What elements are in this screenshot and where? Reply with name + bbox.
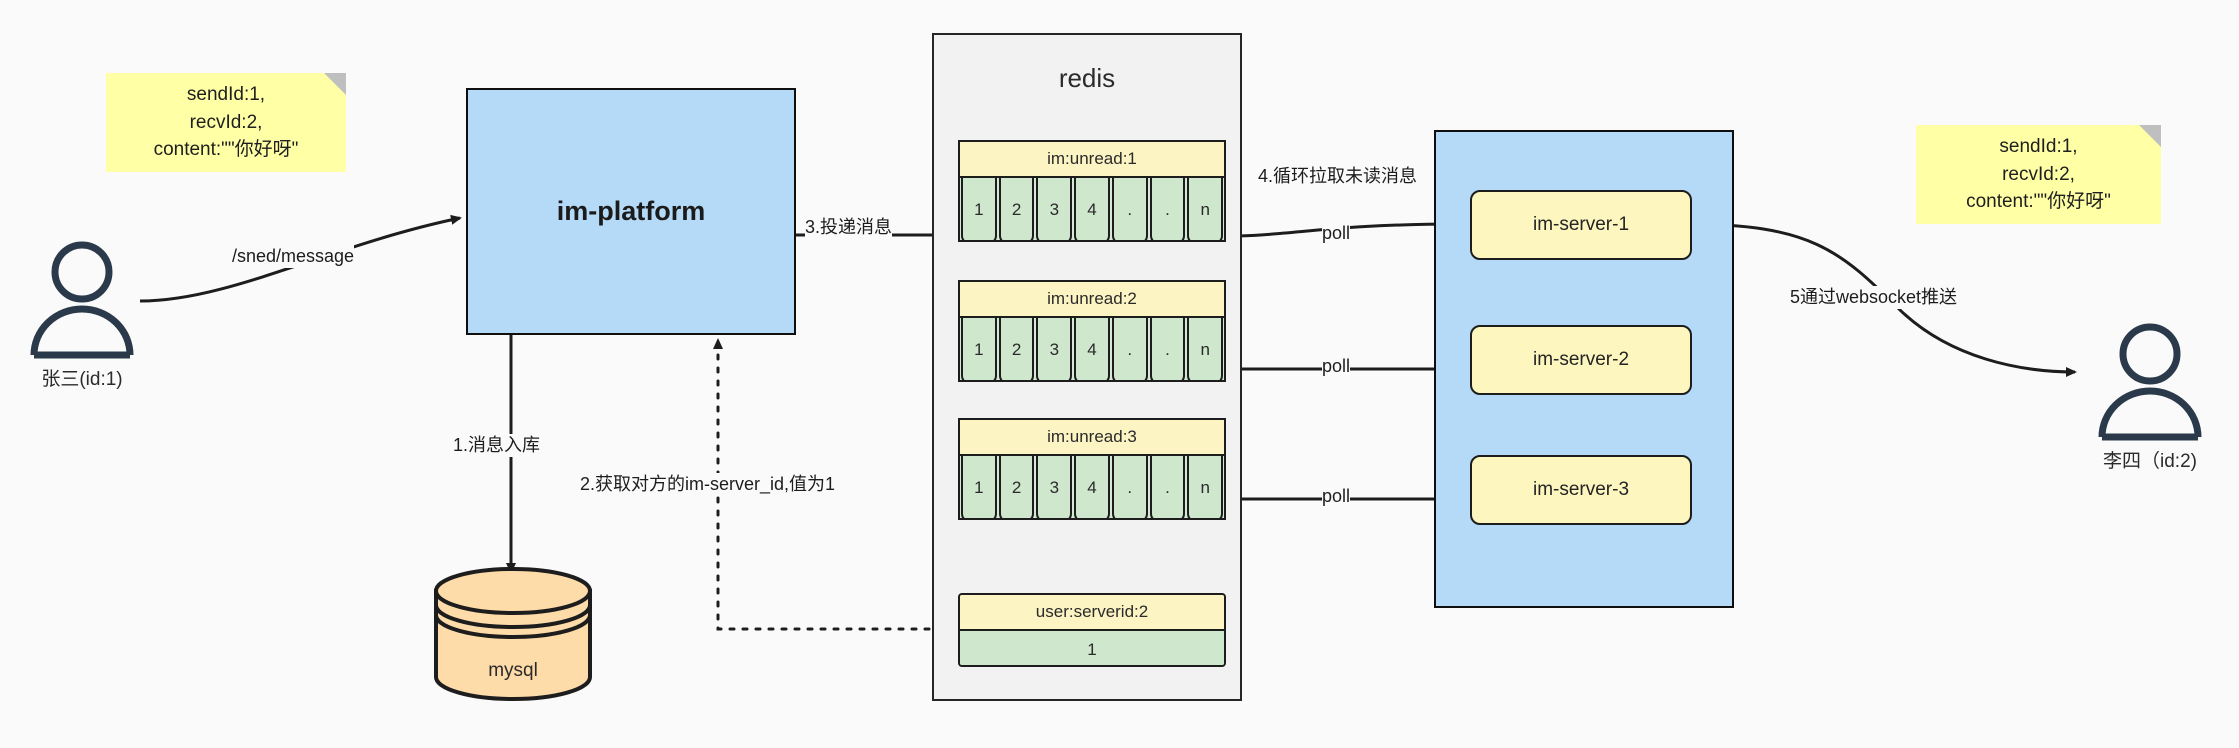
- redis-cell: 3: [1036, 318, 1073, 380]
- note-right-line-3: content:""你好呀": [1966, 191, 2111, 213]
- note-right-line-1: sendId:1,: [1999, 136, 2078, 158]
- im-server-3-label: im-server-3: [1532, 479, 1630, 500]
- sender-user-icon: [30, 241, 134, 359]
- sender-label: 张三(id:1): [41, 369, 123, 390]
- redis-cell: 2: [998, 456, 1035, 518]
- im-server-2-box[interactable]: im-server-2: [1470, 325, 1692, 395]
- note-fold-corner-icon: [324, 73, 346, 95]
- edge-label-step3: 3.投递消息: [805, 216, 893, 240]
- receiver-user-icon: [2098, 323, 2202, 441]
- edge-label-send-message: /sned/message: [232, 245, 355, 269]
- note-right-line-2: recvId:2,: [2002, 163, 2075, 185]
- im-server-2-label: im-server-2: [1532, 349, 1630, 370]
- redis-cell: .: [1111, 178, 1148, 240]
- receiver-label: 李四（id:2): [2103, 451, 2197, 472]
- redis-cell: .: [1149, 178, 1186, 240]
- redis-cell: 1: [961, 456, 997, 518]
- note-left-line-3: content:""你好呀": [153, 139, 299, 161]
- edge-label-step2: 2.获取对方的im-server_id,值为1: [580, 473, 836, 497]
- redis-key-cells: 1 2 3 4 . . n: [960, 178, 1224, 240]
- redis-cell: 4: [1074, 456, 1110, 518]
- mysql-database-cylinder[interactable]: [428, 565, 598, 705]
- redis-key-group-unread-3[interactable]: im:unread:3 1 2 3 4 . . n: [958, 418, 1226, 520]
- redis-key-group-unread-1[interactable]: im:unread:1 1 2 3 4 . . n: [958, 140, 1226, 242]
- redis-cell: 1: [961, 318, 997, 380]
- edge-label-step1: 1.消息入库: [453, 434, 541, 458]
- redis-key-cells: 1 2 3 4 . . n: [960, 456, 1224, 518]
- edge-label-step4: 4.循环拉取未读消息: [1255, 165, 1420, 189]
- note-right-message-payload: sendId:1, recvId:2, content:""你好呀": [1916, 125, 2161, 224]
- edge-label-poll-1: poll: [1322, 222, 1351, 246]
- redis-key-name: im:unread:1: [960, 142, 1224, 178]
- redis-cell: 2: [998, 318, 1035, 380]
- note-left-message-payload: sendId:1, recvId:2, content:""你好呀": [106, 73, 346, 172]
- redis-cell: 2: [998, 178, 1035, 240]
- redis-key-name: im:unread:3: [960, 420, 1224, 456]
- redis-cell: n: [1187, 178, 1224, 240]
- redis-key-value: 1: [960, 631, 1224, 665]
- redis-title: redis: [1058, 63, 1116, 93]
- redis-cell: 4: [1074, 178, 1110, 240]
- note-left-line-1: sendId:1,: [186, 84, 266, 106]
- mysql-label: mysql: [488, 660, 538, 681]
- edge-label-step5: 5通过websocket推送: [1790, 286, 1958, 310]
- redis-cell: .: [1149, 318, 1186, 380]
- redis-key-cells: 1 2 3 4 . . n: [960, 318, 1224, 380]
- im-server-1-label: im-server-1: [1532, 214, 1630, 235]
- edge-label-poll-3: poll: [1322, 485, 1351, 509]
- redis-key-group-user-serverid[interactable]: user:serverid:2 1: [958, 593, 1226, 667]
- im-platform-label: im-platform: [556, 196, 706, 226]
- redis-cell: n: [1187, 318, 1224, 380]
- im-server-3-box[interactable]: im-server-3: [1470, 455, 1692, 525]
- edge-label-poll-2: poll: [1322, 355, 1351, 379]
- redis-cell: 3: [1036, 456, 1073, 518]
- redis-cell: n: [1187, 456, 1224, 518]
- im-server-1-box[interactable]: im-server-1: [1470, 190, 1692, 260]
- redis-cell: 3: [1036, 178, 1073, 240]
- redis-key-name: im:unread:2: [960, 282, 1224, 318]
- redis-key-name: user:serverid:2: [960, 595, 1224, 631]
- note-left-line-2: recvId:2,: [189, 111, 263, 133]
- redis-cell: .: [1111, 318, 1148, 380]
- redis-cell: .: [1111, 456, 1148, 518]
- im-platform-box[interactable]: im-platform: [466, 88, 796, 335]
- redis-cell: 1: [961, 178, 997, 240]
- redis-key-group-unread-2[interactable]: im:unread:2 1 2 3 4 . . n: [958, 280, 1226, 382]
- redis-cell: 4: [1074, 318, 1110, 380]
- redis-cell: .: [1149, 456, 1186, 518]
- note-fold-corner-icon: [2139, 125, 2161, 147]
